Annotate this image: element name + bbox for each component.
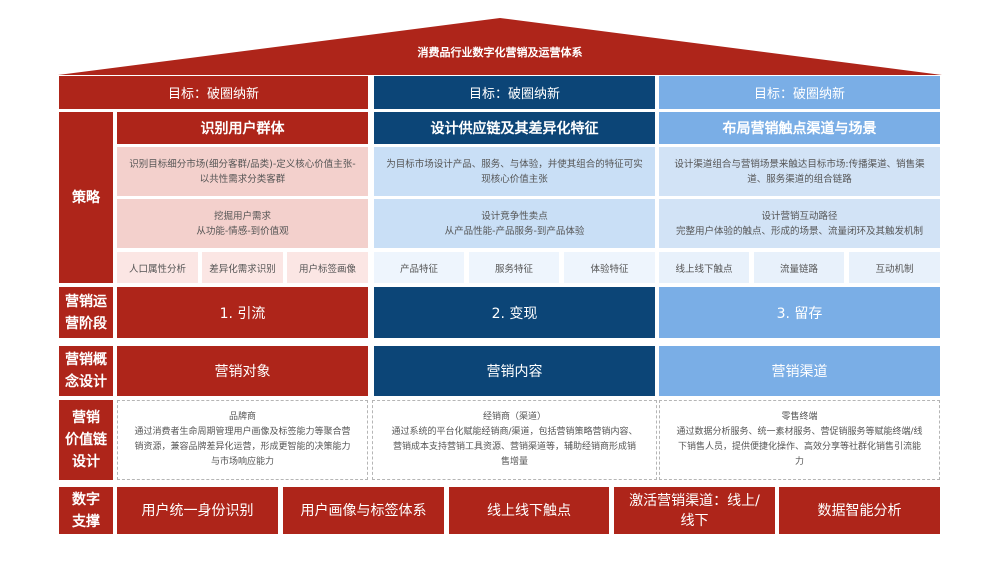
roof-triangle <box>58 18 942 75</box>
digital-cell-touchpoints: 线上线下触点 <box>449 487 609 534</box>
strategy-desc-1a: 识别目标细分市场(细分客群/品类)-定义核心价值主张- 以共性需求分类客群 <box>117 147 368 196</box>
value-chain-text: 通过消费者生命周期管理用户画像及标签能力等聚合营 销资源，兼容品牌差异化运营，形… <box>134 427 351 467</box>
strategy-chip: 流量链路 <box>754 252 844 283</box>
strategy-chip: 产品特征 <box>374 252 464 283</box>
value-chain-distributor: 经销商（渠道） 通过系统的平台化赋能经销商/渠道，包括营销策略营销内容、 营销成… <box>372 400 657 480</box>
value-chain-title: 品牌商 <box>228 412 256 422</box>
stage-cell-3: 3. 留存 <box>659 287 940 338</box>
strategy-heading-1: 识别用户群体 <box>117 112 368 144</box>
row-label-stage: 营销运 营阶段 <box>59 287 113 338</box>
goal-cell-2: 目标：破圈纳新 <box>374 76 655 109</box>
value-chain-brand: 品牌商 通过消费者生命周期管理用户画像及标签能力等聚合营 销资源，兼容品牌差异化… <box>117 400 368 480</box>
strategy-chip: 人口属性分析 <box>117 252 198 283</box>
row-label-concept: 营销概 念设计 <box>59 346 113 396</box>
concept-cell-3: 营销渠道 <box>659 346 940 396</box>
value-chain-title: 经销商（渠道） <box>482 412 546 422</box>
strategy-desc-3b: 设计营销互动路径 完整用户体验的触点、形成的场景、流量闭环及其触发机制 <box>659 199 940 248</box>
strategy-desc-1b: 挖掘用户需求 从功能-情感-到价值观 <box>117 199 368 248</box>
strategy-heading-2: 设计供应链及其差异化特征 <box>374 112 655 144</box>
digital-cell-profile: 用户画像与标签体系 <box>283 487 444 534</box>
strategy-chip: 差异化需求识别 <box>202 252 283 283</box>
digital-cell-analytics: 数据智能分析 <box>779 487 940 534</box>
value-chain-retail: 零售终端 通过数据分析服务、统一素材服务、营促销服务等赋能终端/线 下销售人员，… <box>659 400 940 480</box>
strategy-desc-3a: 设计渠道组合与营销场景来触达目标市场:传播渠道、销售渠 道、服务渠道的组合链路 <box>659 147 940 196</box>
strategy-desc-2a: 为目标市场设计产品、服务、与体验，并使其组合的特征可实 现核心价值主张 <box>374 147 655 196</box>
concept-cell-1: 营销对象 <box>117 346 368 396</box>
strategy-chip: 用户标签画像 <box>287 252 368 283</box>
diagram-title: 消费品行业数字化营销及运营体系 <box>417 46 583 59</box>
row-label-value-chain: 营销 价值链 设计 <box>59 400 113 480</box>
row-label-strategy: 策略 <box>59 112 113 283</box>
value-chain-title: 零售终端 <box>781 412 818 422</box>
strategy-chip: 线上线下触点 <box>659 252 749 283</box>
value-chain-text: 通过系统的平台化赋能经销商/渠道，包括营销策略营销内容、 营销成本支持营销工具资… <box>391 427 638 467</box>
row-label-digital: 数字 支撑 <box>59 487 113 534</box>
strategy-heading-3: 布局营销触点渠道与场景 <box>659 112 940 144</box>
digital-cell-identity: 用户统一身份识别 <box>117 487 278 534</box>
goal-cell-1: 目标：破圈纳新 <box>59 76 368 109</box>
concept-cell-2: 营销内容 <box>374 346 655 396</box>
digital-cell-channels: 激活营销渠道：线上/ 线下 <box>614 487 775 534</box>
stage-cell-1: 1. 引流 <box>117 287 368 338</box>
strategy-chip: 服务特征 <box>469 252 559 283</box>
strategy-chip: 体验特征 <box>564 252 655 283</box>
strategy-desc-2b: 设计竞争性卖点 从产品性能-产品服务-到产品体验 <box>374 199 655 248</box>
goal-cell-3: 目标：破圈纳新 <box>659 76 940 109</box>
stage-cell-2: 2. 变现 <box>374 287 655 338</box>
strategy-chip: 互动机制 <box>849 252 940 283</box>
value-chain-text: 通过数据分析服务、统一素材服务、营促销服务等赋能终端/线 下销售人员，提供便捷化… <box>676 427 923 467</box>
